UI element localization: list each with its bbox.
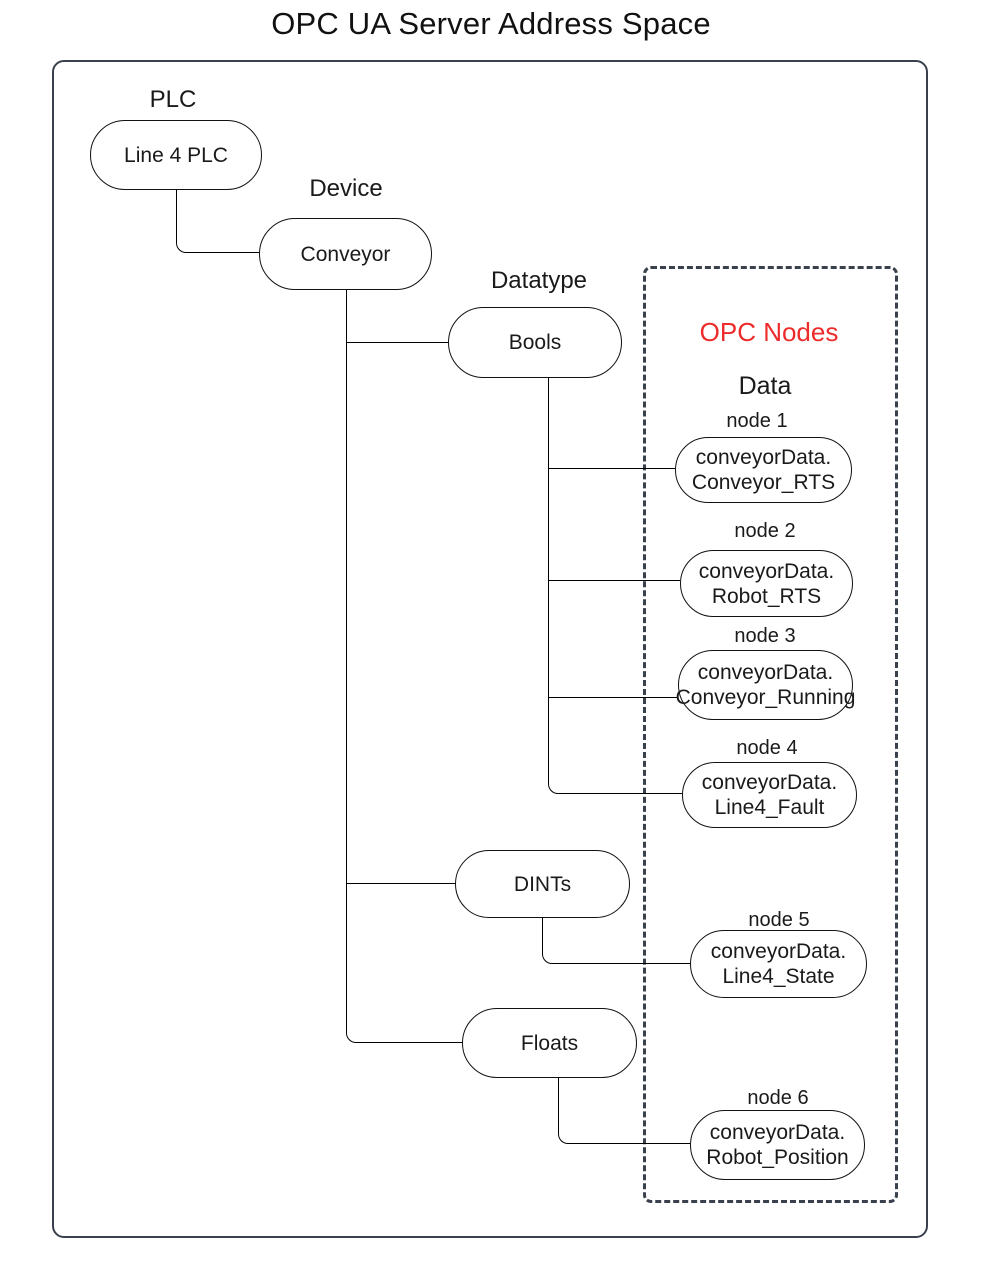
- connector-floats-to-node6: [558, 1078, 690, 1144]
- connector-conveyor-to-floats: [346, 290, 462, 1043]
- datatype-floats-pill: Floats: [462, 1008, 637, 1078]
- plc-node-pill: Line 4 PLC: [90, 120, 262, 190]
- diagram-title: OPC UA Server Address Space: [271, 6, 711, 41]
- opc-node5-text-line1: conveyorData.: [710, 940, 847, 963]
- address-space-frame: [52, 60, 928, 1238]
- datatype-floats-text: Floats: [520, 1031, 579, 1055]
- node5-label: node 5: [748, 909, 810, 931]
- opc-nodes-dashed-region: [643, 266, 898, 1203]
- opc-nodes-heading: OPC Nodes: [699, 317, 839, 347]
- node3-label: node 3: [734, 625, 796, 647]
- device-node-pill: Conveyor: [259, 218, 432, 290]
- connector-bools-to-node4: [548, 378, 682, 794]
- opc-node4-text-line1: conveyorData.: [701, 771, 838, 794]
- opc-node6-text-line2: Robot_Position: [706, 1146, 849, 1169]
- plc-section-label: PLC: [149, 86, 197, 113]
- opc-node6-text-line1: conveyorData.: [709, 1121, 846, 1144]
- datatype-bools-pill: Bools: [448, 307, 622, 378]
- connector-dints-to-node5: [542, 918, 690, 964]
- opc-node1-text-line2: Conveyor_RTS: [691, 471, 836, 494]
- opc-node2-text-line1: conveyorData.: [698, 559, 835, 583]
- opc-node5-text-line2: Line4_State: [722, 965, 835, 988]
- opc-node3-text-line1: conveyorData.: [697, 661, 834, 684]
- node2-label: node 2: [734, 520, 796, 542]
- datatype-dints-pill: DINTs: [455, 850, 630, 918]
- datatype-dints-text: DINTs: [513, 872, 572, 896]
- node4-label: node 4: [736, 737, 798, 759]
- node1-label: node 1: [726, 410, 788, 432]
- opc-node2-pill: conveyorData. Robot_RTS: [680, 550, 853, 617]
- connector-bools-to-node2: [548, 580, 680, 581]
- opc-node4-text-line2: Line4_Fault: [714, 796, 825, 819]
- connector-conveyor-to-dints: [346, 883, 455, 884]
- connector-bools-to-node1: [548, 468, 675, 469]
- data-section-label: Data: [738, 372, 792, 400]
- datatype-section-label: Datatype: [490, 267, 588, 294]
- opc-node1-pill: conveyorData. Conveyor_RTS: [675, 437, 852, 503]
- connector-bools-to-node3: [548, 697, 678, 698]
- opc-node3-text-line2: Conveyor_Running: [675, 686, 856, 709]
- node6-label: node 6: [747, 1087, 809, 1109]
- datatype-bools-text: Bools: [508, 331, 562, 354]
- opc-node2-text-line2: Robot_RTS: [711, 584, 822, 608]
- plc-node-text: Line 4 PLC: [124, 143, 228, 167]
- opc-node3-pill: conveyorData. Conveyor_Running: [675, 650, 856, 720]
- device-section-label: Device: [309, 175, 383, 202]
- connector-plc-to-conveyor: [176, 190, 259, 253]
- opc-node1-text-line1: conveyorData.: [695, 446, 832, 469]
- device-node-text: Conveyor: [300, 242, 391, 266]
- opc-node4-pill: conveyorData. Line4_Fault: [682, 762, 857, 828]
- opc-node5-pill: conveyorData. Line4_State: [690, 930, 867, 998]
- opc-node6-pill: conveyorData. Robot_Position: [690, 1110, 865, 1180]
- connector-conveyor-to-bools: [346, 342, 448, 343]
